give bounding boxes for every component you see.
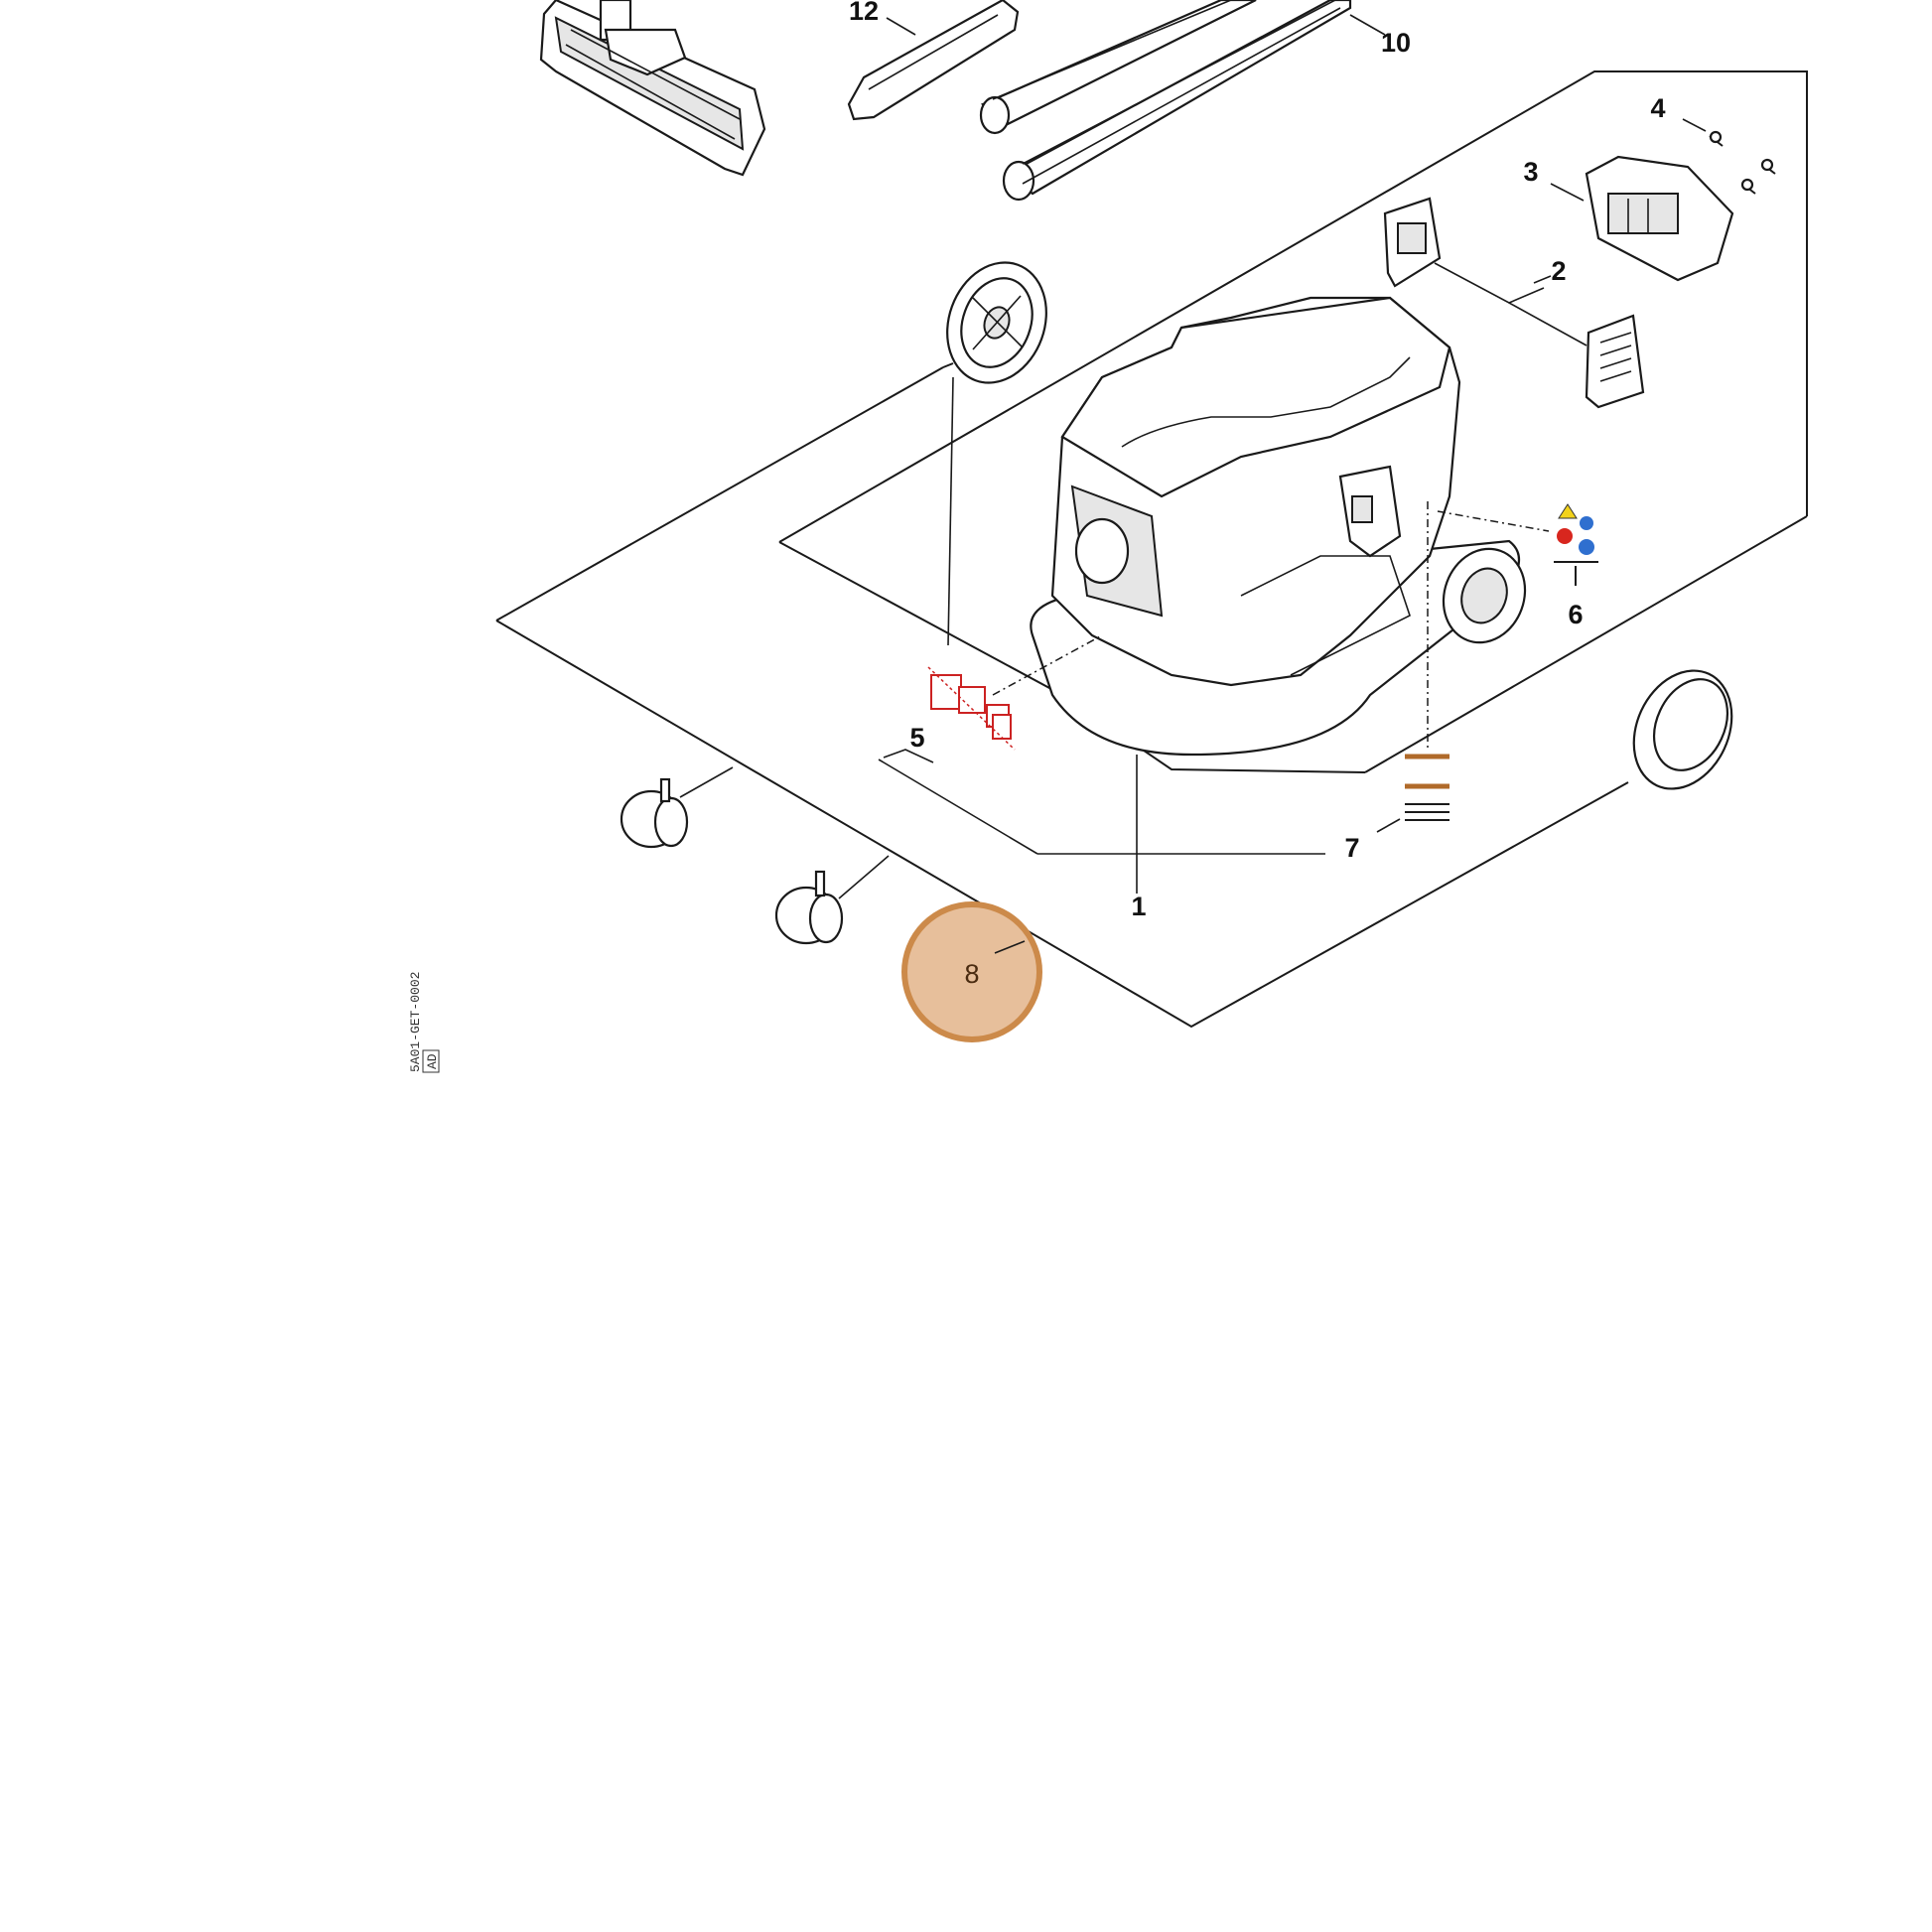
part-8-hotspot[interactable]: 8 xyxy=(901,901,1042,1042)
latch-parts xyxy=(1383,197,1645,409)
crevice-tool xyxy=(847,0,1020,121)
front-wheel-right xyxy=(1632,669,1733,790)
switch-component xyxy=(927,634,1103,751)
part-number-6[interactable]: 6 xyxy=(1568,600,1583,629)
part-number-10[interactable]: 10 xyxy=(1381,28,1411,58)
part-number-4[interactable]: 4 xyxy=(1650,93,1665,123)
part-number-1[interactable]: 1 xyxy=(1131,892,1146,921)
floor-nozzle xyxy=(539,0,766,177)
part-number-labels: 12 10 4 3 2 6 5 7 1 xyxy=(849,0,1666,921)
part-number-2[interactable]: 2 xyxy=(1551,256,1566,286)
extension-tubes xyxy=(979,0,1352,202)
drawing-code-box: AD xyxy=(425,1053,440,1069)
screws xyxy=(1709,130,1776,195)
drawing-code-text: 5A01-GET-0002 xyxy=(408,972,423,1072)
container-body xyxy=(1030,296,1521,757)
castor-wheel-1 xyxy=(620,777,689,849)
part-number-7[interactable]: 7 xyxy=(1344,833,1359,863)
leader-lines xyxy=(679,14,1707,899)
part-number-5[interactable]: 5 xyxy=(909,723,924,753)
assembly-frame-lines xyxy=(495,70,1808,1029)
part-number-12[interactable]: 12 xyxy=(849,0,879,26)
part-number-8[interactable]: 8 xyxy=(964,959,979,989)
hotspot-circle[interactable] xyxy=(901,901,1042,1042)
warning-labels xyxy=(1437,503,1598,586)
rear-wheel-left xyxy=(946,261,1047,384)
drawing-code: 5A01-GET-0002 AD xyxy=(408,972,440,1073)
body-wheel-right xyxy=(1442,547,1527,644)
castor-wheel-2 xyxy=(774,870,844,945)
handle-bracket xyxy=(1585,155,1734,282)
filter-layers xyxy=(1405,501,1449,821)
part-number-3[interactable]: 3 xyxy=(1523,157,1538,187)
